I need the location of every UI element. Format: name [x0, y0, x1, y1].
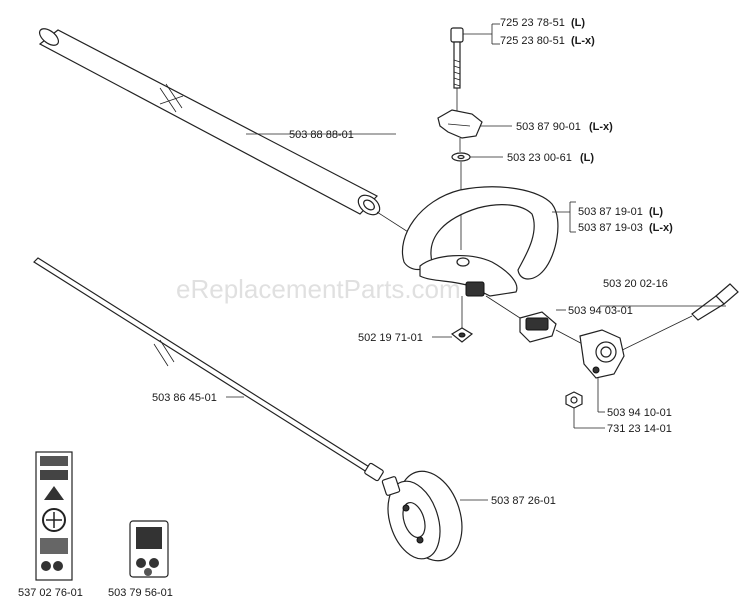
- label-knob-number: 503 87 90-01: [516, 121, 581, 133]
- washer: [451, 152, 471, 162]
- label-washer-number: 503 23 00-61: [507, 152, 572, 164]
- loop-handle: [401, 186, 559, 297]
- reel: [381, 470, 463, 562]
- label-reel: 503 87 26-01: [491, 495, 556, 507]
- label-nut: 731 23 14-01: [607, 423, 672, 435]
- screw-axis: [609, 315, 693, 357]
- shaft-tube: [38, 28, 381, 216]
- label-handle-b-suffix: (L-x): [649, 222, 673, 234]
- label-bolt-a-number: 725 23 78-51: [500, 17, 565, 29]
- bolt: [450, 27, 464, 89]
- label-handle-a-number: 503 87 19-01: [578, 206, 643, 218]
- wing-knob: [437, 109, 483, 139]
- screw: [691, 283, 739, 321]
- watermark: eReplacementParts.com: [176, 274, 461, 304]
- label-handle-a-suffix: (L): [649, 206, 663, 218]
- label-washer-suffix: (L): [580, 152, 594, 164]
- label-shaft-tube: 503 88 88-01: [289, 129, 354, 141]
- mount-bracket: [579, 329, 625, 379]
- label-drive-shaft: 503 86 45-01: [152, 392, 217, 404]
- drive-shaft: [33, 257, 384, 482]
- decal-sheet: [35, 451, 73, 581]
- label-decal-sheet: 537 02 76-01: [18, 587, 83, 599]
- label-knob-suffix: (L-x): [589, 121, 613, 133]
- label-bracket: 503 94 10-01: [607, 407, 672, 419]
- clamp: [519, 311, 557, 343]
- label-decal-small: 503 79 56-01: [108, 587, 173, 599]
- label-bolt-b-suffix: (L-x): [571, 35, 595, 47]
- label-bolt-a-suffix: (L): [571, 17, 585, 29]
- label-pad: 502 19 71-01: [358, 332, 423, 344]
- label-clamp: 503 94 03-01: [568, 305, 633, 317]
- decal-small: [129, 520, 169, 578]
- label-bolt-b-number: 725 23 80-51: [500, 35, 565, 47]
- hex-nut: [565, 391, 583, 409]
- rubber-pad: [450, 327, 474, 343]
- label-handle-b-number: 503 87 19-03: [578, 222, 643, 234]
- label-screw: 503 20 02-16: [603, 278, 668, 290]
